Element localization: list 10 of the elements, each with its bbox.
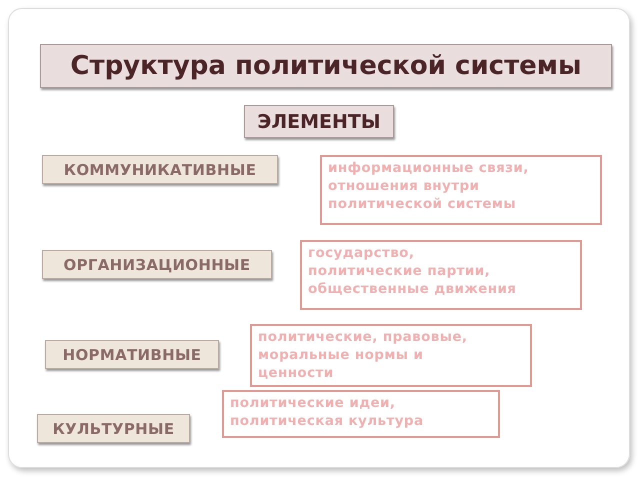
category-box: КОММУНИКАТИВНЫЕ bbox=[42, 155, 278, 184]
description-box: государство, политические партии, общественные движения bbox=[300, 240, 582, 310]
category-box: НОРМАТИВНЫЕ bbox=[45, 340, 219, 369]
heading-box: ЭЛЕМЕНТЫ bbox=[244, 105, 394, 138]
description-box: политические, правовые, моральные нормы и ценности bbox=[250, 324, 532, 388]
category-box: КУЛЬТУРНЫЕ bbox=[37, 414, 190, 443]
description-box: информационные связи, отношения внутри политической системы bbox=[320, 155, 602, 225]
description-box: политические идеи, политическая культура bbox=[222, 390, 500, 438]
category-box: ОРГАНИЗАЦИОННЫЕ bbox=[42, 250, 272, 279]
title: Структура политической системы bbox=[40, 44, 612, 88]
